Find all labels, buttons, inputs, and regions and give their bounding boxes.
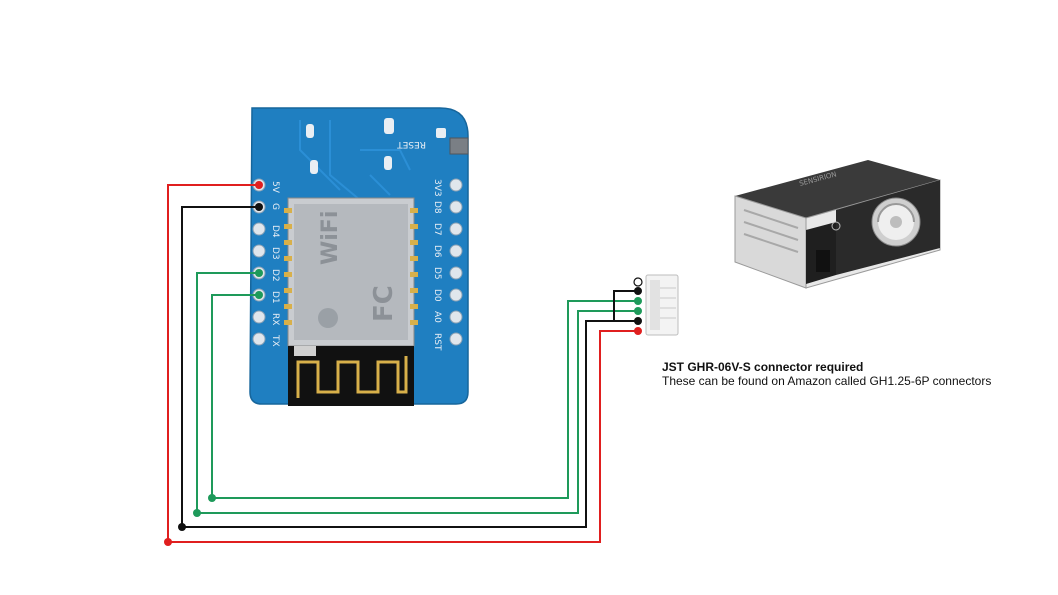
smd-pad bbox=[306, 124, 314, 138]
pin-label: RST bbox=[432, 333, 442, 351]
pcb-antenna bbox=[288, 346, 414, 406]
connector-pin-dot bbox=[634, 327, 642, 335]
fcc-logo-text: FC bbox=[369, 285, 399, 322]
pin-label: D3 bbox=[270, 247, 280, 260]
wires bbox=[164, 184, 638, 546]
d1-mini-board: RESET WiFi FC bbox=[249, 107, 469, 406]
pin-label: D7 bbox=[432, 223, 442, 236]
wire-junction-dot bbox=[208, 494, 216, 502]
wire-green-d1 bbox=[211, 294, 638, 499]
pin-label: RX bbox=[270, 313, 280, 325]
connector-pin-dot bbox=[634, 297, 642, 305]
pin-label: D5 bbox=[432, 267, 442, 280]
reset-label: RESET bbox=[397, 139, 426, 149]
smd-pad bbox=[436, 128, 446, 138]
right-pin-labels: 3V3 D8 D7 D6 D5 D0 A0 RST bbox=[432, 179, 442, 351]
smd-pad bbox=[384, 118, 394, 134]
wire-junction-dot bbox=[178, 523, 186, 531]
left-pin-labels: 5V G D4 D3 D2 D1 RX TX bbox=[270, 181, 280, 347]
pin-label: G bbox=[270, 203, 280, 210]
esp12-module: WiFi FC bbox=[287, 197, 415, 347]
pin-label: D4 bbox=[270, 225, 280, 238]
pm-sensor: SENSIRION bbox=[734, 160, 941, 289]
connector-note-subtitle: These can be found on Amazon called GH1.… bbox=[662, 374, 992, 388]
sensor-screw-icon bbox=[831, 221, 841, 231]
wire-black bbox=[181, 206, 638, 528]
right-header bbox=[449, 178, 463, 346]
connector-pin-dot bbox=[634, 307, 642, 315]
wire-junction-dot bbox=[193, 509, 201, 517]
module-pads bbox=[284, 208, 418, 325]
connector-note: JST GHR-06V-S connector required These c… bbox=[662, 360, 991, 388]
pin-label: D6 bbox=[432, 245, 442, 258]
pin-label: 5V bbox=[270, 181, 280, 194]
wifi-logo-text: WiFi bbox=[318, 211, 343, 265]
pin-label: 3V3 bbox=[432, 179, 442, 197]
connector-pin-dot bbox=[634, 287, 642, 295]
jst-connector bbox=[633, 274, 679, 336]
pin-label: D8 bbox=[432, 201, 442, 214]
pin-label: D1 bbox=[270, 291, 280, 304]
wire-green-d2 bbox=[196, 272, 638, 514]
pin-label: A0 bbox=[432, 311, 442, 323]
wire-junction-dot bbox=[164, 538, 172, 546]
connector-note-title: JST GHR-06V-S connector required bbox=[662, 360, 864, 374]
connector-pin-dot bbox=[634, 317, 642, 325]
connector-pin-dot bbox=[633, 277, 643, 287]
pin-label: D0 bbox=[432, 289, 442, 302]
wire-black-stub bbox=[613, 290, 638, 321]
pin-label: D2 bbox=[270, 269, 280, 282]
wire-red bbox=[167, 184, 638, 543]
pin-label: TX bbox=[270, 334, 280, 347]
reset-button-icon bbox=[449, 137, 469, 155]
ce-mark-icon bbox=[318, 308, 338, 328]
smd-pad bbox=[384, 156, 392, 170]
smd-pad bbox=[310, 160, 318, 174]
